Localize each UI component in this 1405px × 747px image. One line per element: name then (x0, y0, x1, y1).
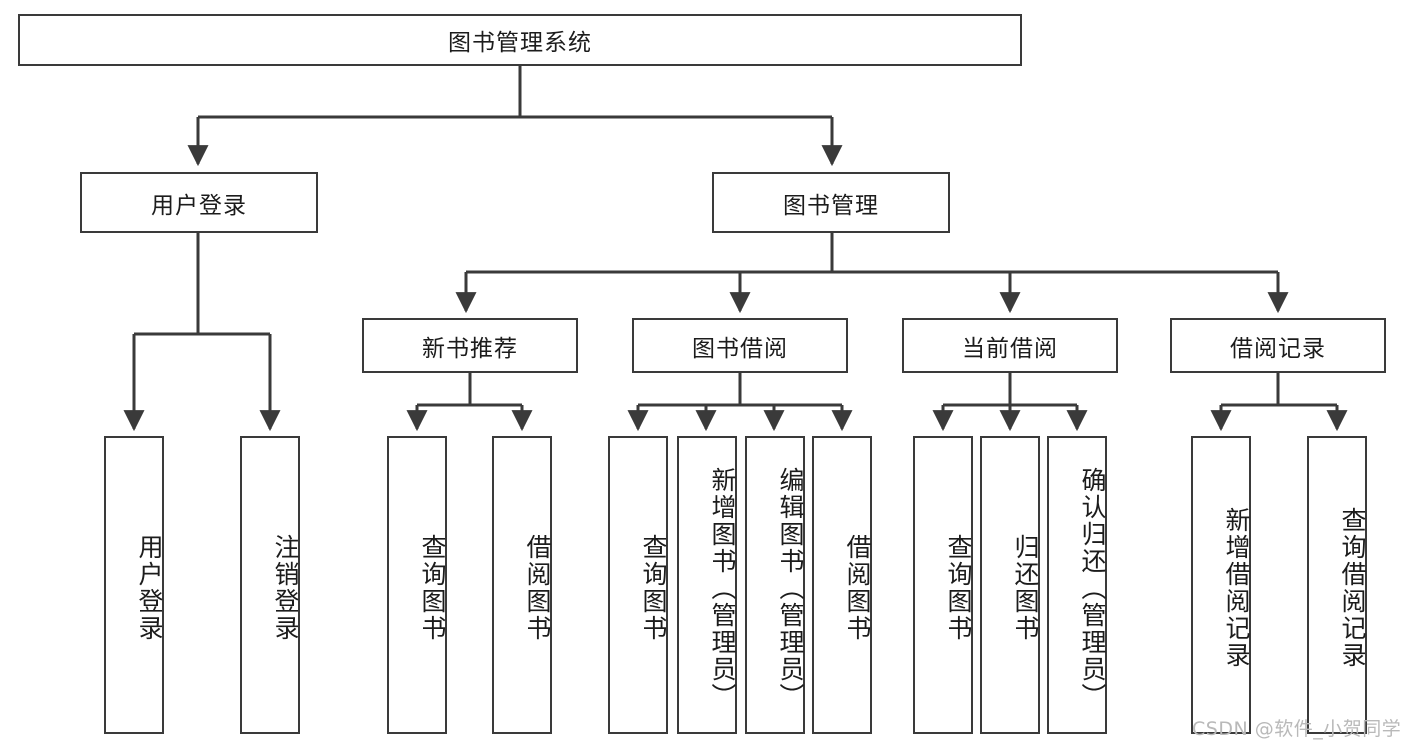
node-leaf-rec-search-label: 查询借阅记录 (1338, 507, 1367, 669)
node-root[interactable]: 图书管理系统 (18, 14, 1022, 66)
node-user-login[interactable]: 用户登录 (80, 172, 318, 233)
node-new-book-rec[interactable]: 新书推荐 (362, 318, 578, 373)
node-leaf-rec-borrow[interactable]: 借阅图书 (492, 436, 552, 734)
node-leaf-rec-search[interactable]: 查询借阅记录 (1307, 436, 1367, 734)
node-leaf-user-logout-label: 注销登录 (271, 534, 300, 642)
node-leaf-cur-return-label: 归还图书 (1011, 534, 1040, 642)
csdn-watermark: CSDN @软件_小贺同学 (1192, 718, 1402, 740)
node-leaf-cur-confirm-label: 确认归还（管理员） (1078, 466, 1107, 710)
node-book-manage[interactable]: 图书管理 (712, 172, 950, 233)
node-leaf-borrow-add[interactable]: 新增图书（管理员） (677, 436, 737, 734)
node-new-book-rec-label: 新书推荐 (422, 335, 518, 362)
node-leaf-borrow-edit-label: 编辑图书（管理员） (776, 466, 805, 710)
node-root-label: 图书管理系统 (448, 30, 592, 56)
node-current-borrow[interactable]: 当前借阅 (902, 318, 1118, 373)
node-leaf-borrow-lend[interactable]: 借阅图书 (812, 436, 872, 734)
node-leaf-borrow-edit[interactable]: 编辑图书（管理员） (745, 436, 805, 734)
node-leaf-cur-return[interactable]: 归还图书 (980, 436, 1040, 734)
node-borrow-record-label: 借阅记录 (1230, 335, 1326, 362)
node-leaf-borrow-add-label: 新增图书（管理员） (708, 466, 737, 710)
node-leaf-user-login-label: 用户登录 (135, 534, 164, 642)
node-leaf-rec-add-label: 新增借阅记录 (1222, 507, 1251, 669)
node-leaf-borrow-query-label: 查询图书 (639, 534, 668, 642)
node-leaf-user-logout[interactable]: 注销登录 (240, 436, 300, 734)
node-leaf-borrow-lend-label: 借阅图书 (843, 534, 872, 642)
node-leaf-rec-borrow-label: 借阅图书 (523, 534, 552, 642)
node-leaf-rec-query[interactable]: 查询图书 (387, 436, 447, 734)
node-leaf-rec-add[interactable]: 新增借阅记录 (1191, 436, 1251, 734)
node-leaf-cur-confirm[interactable]: 确认归还（管理员） (1047, 436, 1107, 734)
node-leaf-rec-query-label: 查询图书 (418, 534, 447, 642)
node-leaf-user-login[interactable]: 用户登录 (104, 436, 164, 734)
node-user-login-label: 用户登录 (151, 192, 247, 219)
node-borrow-record[interactable]: 借阅记录 (1170, 318, 1386, 373)
node-book-manage-label: 图书管理 (783, 192, 879, 219)
node-leaf-cur-query[interactable]: 查询图书 (913, 436, 973, 734)
node-current-borrow-label: 当前借阅 (962, 335, 1058, 362)
node-leaf-borrow-query[interactable]: 查询图书 (608, 436, 668, 734)
node-book-borrow[interactable]: 图书借阅 (632, 318, 848, 373)
node-book-borrow-label: 图书借阅 (692, 335, 788, 362)
node-leaf-cur-query-label: 查询图书 (944, 534, 973, 642)
